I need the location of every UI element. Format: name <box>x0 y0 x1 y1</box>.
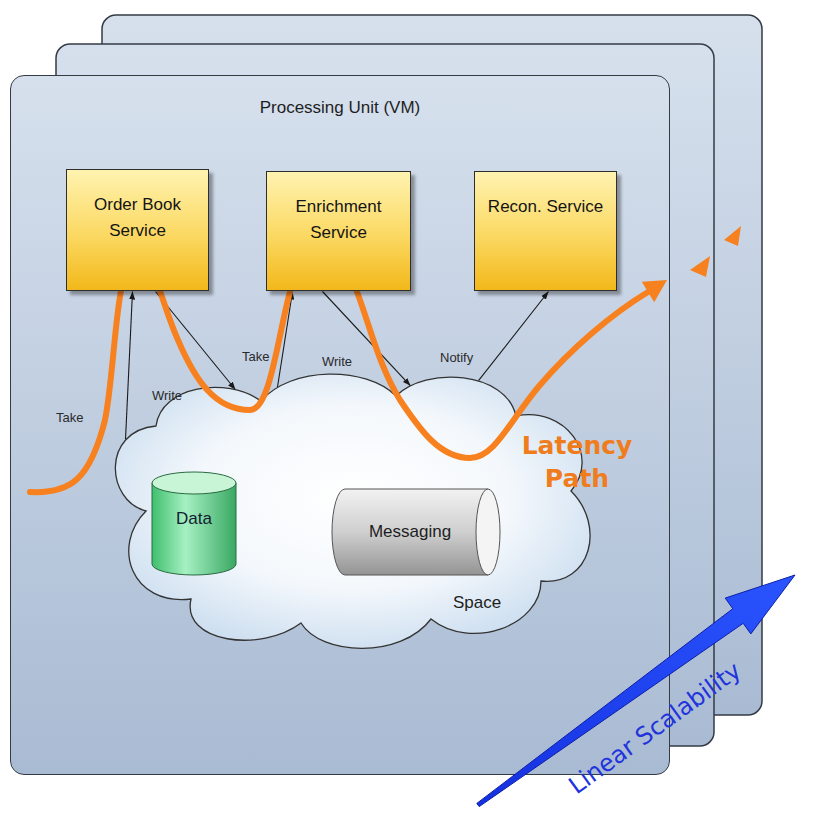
messaging-cylinder: Messaging <box>331 488 501 576</box>
data-store-cylinder: Data <box>151 471 237 576</box>
edge-label: Take <box>54 410 85 425</box>
connector-arrow <box>478 291 548 380</box>
connector-arrow <box>277 291 292 386</box>
latency-path-label: Latency Path <box>512 430 642 495</box>
cloud-shape <box>115 374 590 648</box>
panel-heading: Processing Unit (VM) <box>11 98 669 118</box>
edge-label-anchor: Take <box>240 349 271 364</box>
latency-arrowhead <box>724 226 741 246</box>
service-box: Enrichment Service <box>266 171 411 291</box>
edge-label: Write <box>320 354 354 369</box>
connector-arrow <box>155 291 235 389</box>
scalability-arrow-shape <box>477 575 795 807</box>
processing-unit-panel: Processing Unit (VM) Space DataMessaging O… <box>10 75 670 775</box>
service-label: Order Book Service <box>73 192 202 245</box>
space-label: Space <box>358 593 596 613</box>
edge-label: Write <box>150 388 184 403</box>
edge-label: Take <box>240 349 271 364</box>
edge-label: Notify <box>438 350 475 365</box>
edge-label-anchor: Write <box>320 354 354 369</box>
store-label: Data <box>151 509 237 529</box>
connector-arrow <box>322 291 410 385</box>
edge-label-anchor: Write <box>150 388 184 403</box>
service-label: Recon. Service <box>481 194 610 220</box>
cylinder-top <box>152 472 236 494</box>
service-box: Recon. Service <box>474 171 617 291</box>
latency-arrowhead <box>690 256 710 277</box>
space-cloud: Space DataMessaging <box>96 361 596 651</box>
service-label: Enrichment Service <box>273 194 404 247</box>
edge-label-anchor: Notify <box>438 350 475 365</box>
cylinder-end <box>476 489 500 575</box>
service-box: Order Book Service <box>66 169 209 291</box>
store-label: Messaging <box>369 522 451 542</box>
label-anchor: Latency Path <box>512 430 642 495</box>
latency-arrowhead <box>641 280 666 302</box>
cylinder-body <box>332 489 488 575</box>
connector-arrow <box>125 291 132 439</box>
cylinder-body <box>152 483 236 575</box>
edge-label-anchor: Take <box>54 410 85 425</box>
